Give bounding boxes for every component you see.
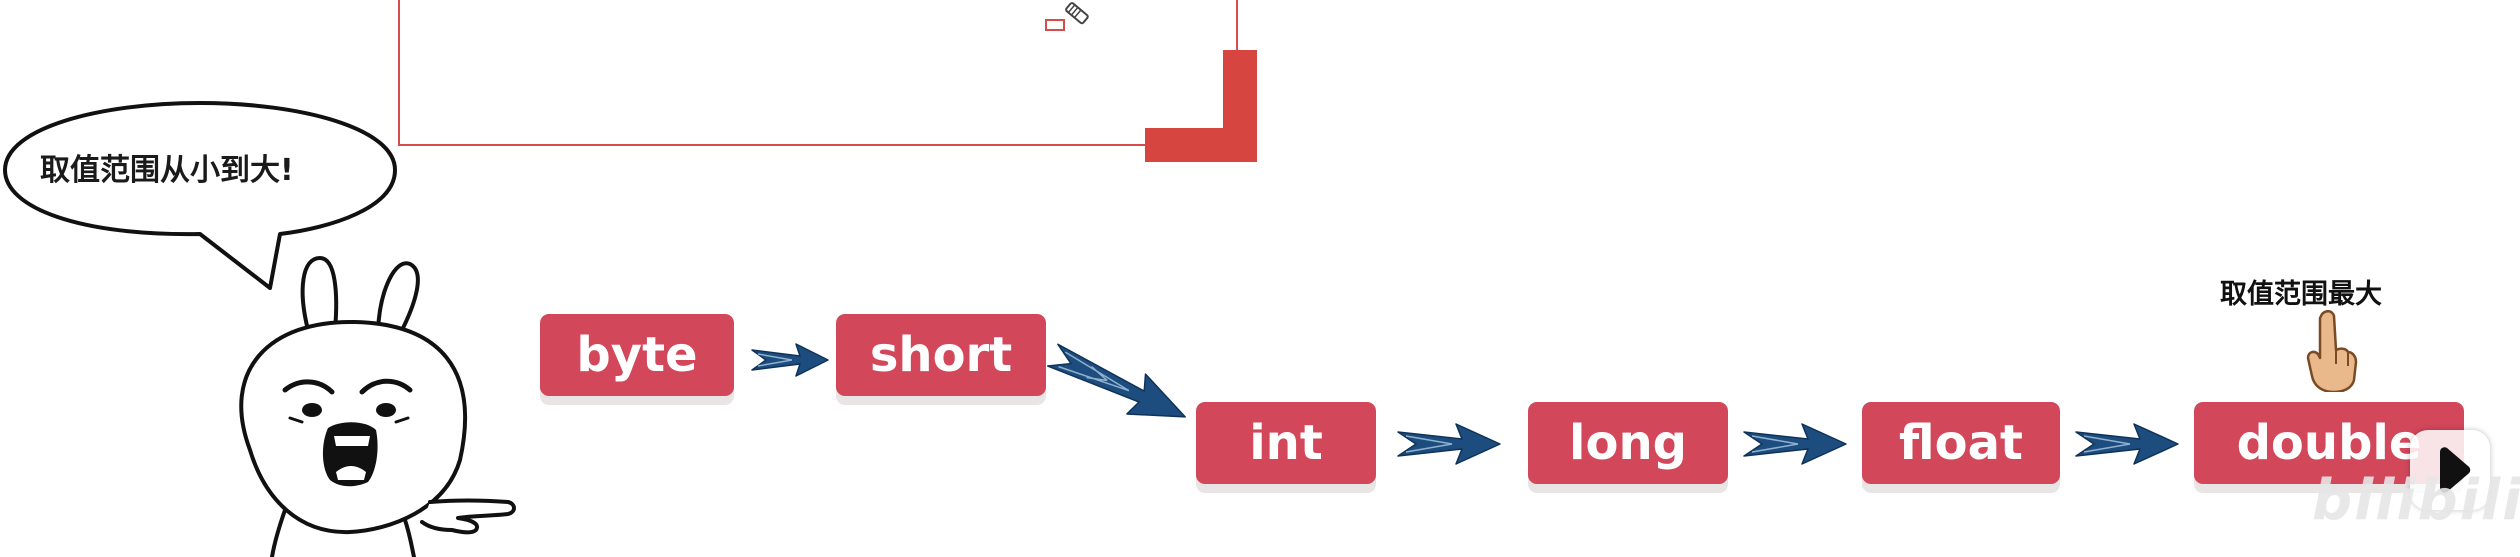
play-button[interactable]	[2410, 430, 2490, 510]
pointing-hand-icon	[2306, 310, 2358, 392]
top-frame	[398, 0, 1238, 146]
arrow-right-icon	[1397, 423, 1501, 465]
type-box-long: long	[1528, 402, 1728, 484]
type-box-float: float	[1862, 402, 2060, 484]
bubble-text: 取值范围从小到大!	[40, 153, 294, 188]
arrow-right-icon	[1047, 343, 1186, 418]
type-box-byte: byte	[540, 314, 734, 396]
frame-corner-accent	[1145, 50, 1257, 162]
bunny-character-icon	[239, 256, 516, 557]
arrow-right-icon	[2075, 423, 2179, 465]
arrow-right-icon	[751, 343, 829, 377]
play-icon	[2440, 447, 2471, 493]
pencil-icon	[1045, 2, 1089, 31]
speech-bubble	[3, 101, 397, 290]
max-range-label: 取值范围最大	[2220, 279, 2382, 310]
arrow-right-icon	[1743, 423, 1847, 465]
type-box-short: short	[836, 314, 1046, 396]
bilibili-watermark: bilibili	[2312, 468, 2520, 533]
type-box-double: double	[2194, 402, 2464, 484]
type-box-int: int	[1196, 402, 1376, 484]
